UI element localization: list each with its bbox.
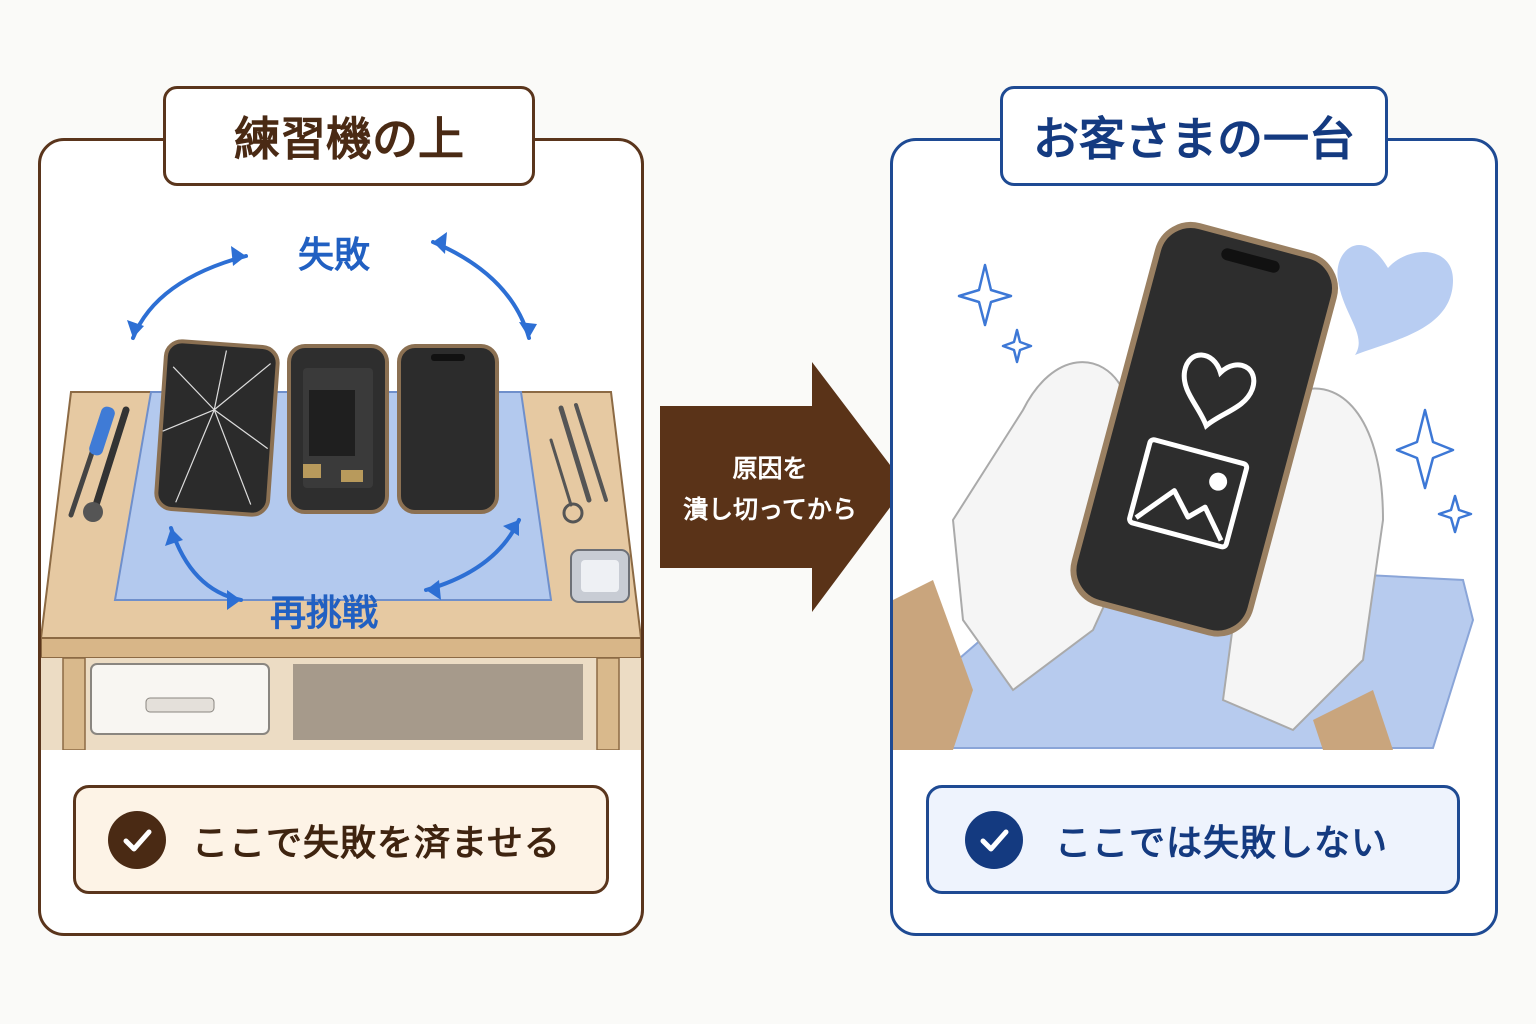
opened-phone	[287, 344, 389, 514]
customer-title: お客さまの一台	[1000, 86, 1388, 186]
practice-rule-box: ここで失敗を済ませる	[73, 785, 609, 894]
cycle-label-retry: 再挑戦	[270, 593, 379, 634]
customer-phone	[1070, 222, 1338, 637]
pick-tool-icon	[549, 438, 573, 507]
customer-phone-illustration	[893, 222, 1475, 750]
storage-bin	[293, 664, 583, 740]
image-icon	[1127, 437, 1250, 550]
sparkle-icon	[957, 263, 1473, 534]
tool-handle-icon	[92, 406, 130, 509]
practice-rule-text: ここで失敗を済ませる	[192, 822, 561, 864]
customer-rule-box: ここでは失敗しない	[926, 785, 1460, 894]
check-icon	[108, 810, 166, 869]
gloved-hand-right	[1221, 387, 1385, 732]
cycle-label-fail: 失敗	[298, 235, 371, 276]
arrow-icon	[660, 362, 906, 612]
tweezers-icon	[558, 405, 592, 503]
heart-icon	[1181, 352, 1257, 430]
gloved-hand-left	[951, 361, 1145, 692]
customer-rule-text: ここでは失敗しない	[1055, 822, 1389, 864]
practice-bench-illustration	[41, 232, 641, 750]
repaired-phone	[397, 344, 499, 514]
check-icon	[965, 810, 1023, 869]
broken-phone	[154, 339, 280, 517]
arrow-text-line1: 原因を	[732, 454, 808, 483]
arrow-text-line2: 潰し切ってから	[683, 495, 857, 524]
heart-icon	[1337, 244, 1453, 355]
practice-title: 練習機の上	[163, 86, 535, 186]
